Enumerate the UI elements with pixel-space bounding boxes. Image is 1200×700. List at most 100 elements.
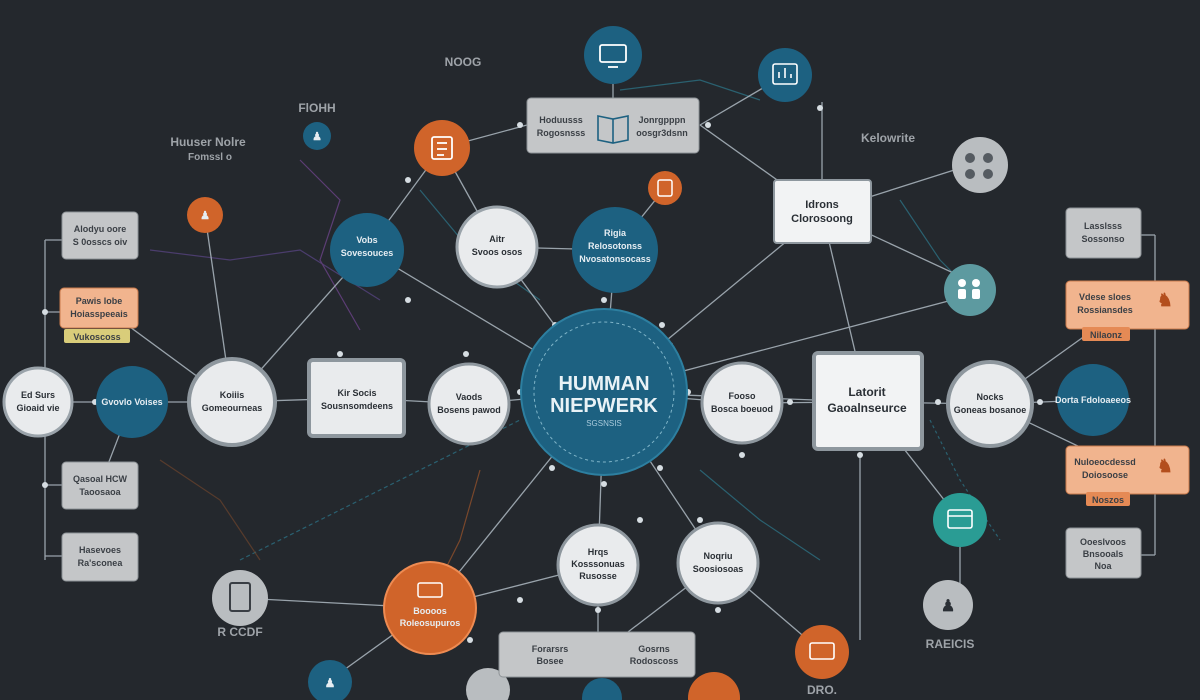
node-orange-bottom-right[interactable]: [795, 625, 849, 679]
connector-dot: [463, 351, 469, 357]
node-aitr-line1: Aitr: [489, 234, 505, 244]
node-fooso[interactable]: Fooso Bosca boeuod: [700, 361, 784, 445]
center-title-line1: HUMMAN: [558, 373, 649, 395]
connector-dot: [857, 452, 863, 458]
right-card-1-line2: Sossonso: [1081, 234, 1125, 244]
center-subtitle: SGSNSIS: [586, 419, 622, 428]
person-icon-card: ♞: [1157, 290, 1173, 310]
right-card-3-line1: Nuloeocdessd: [1074, 457, 1136, 467]
connector-dot: [405, 177, 411, 183]
node-orange-left[interactable]: ♟: [187, 197, 223, 233]
node-idrons-line1: Idrons: [805, 199, 839, 211]
node-aitr-line2: Svoos osos: [472, 247, 523, 257]
node-gvovlo-line1: Gvovlo Voises: [101, 397, 162, 407]
connector-dot: [42, 482, 48, 488]
node-teal-small[interactable]: ♟: [303, 122, 331, 150]
person-icon-small: ♟: [312, 131, 322, 143]
left-card-1[interactable]: Alodyu oore S 0osscs oiv: [61, 211, 139, 260]
node-idrons-line2: Clorosoong: [791, 213, 853, 225]
right-card-4-line3: Noa: [1094, 561, 1112, 571]
bg-label-left-1: Huuser Nolre: [170, 135, 246, 149]
node-vaods-line1: Vaods: [456, 392, 483, 402]
node-ed-surs[interactable]: Ed Surs Gioaid vie: [2, 366, 74, 438]
connector-dot: [697, 517, 703, 523]
node-dorta-line1: Dorta Fdoloaeeos: [1055, 395, 1131, 405]
center-hub[interactable]: HUMMAN NIEPWERK SGSNSIS: [520, 308, 688, 476]
node-teal-right-low[interactable]: [933, 493, 987, 547]
node-vobs[interactable]: Vobs Sovesouces: [330, 213, 404, 287]
bg-label-bottom-left: R CCDF: [217, 625, 262, 639]
chart-icon-2: [772, 63, 798, 85]
bg-label-left-2: Fomssl o: [188, 152, 232, 163]
right-card-1[interactable]: Lasslsss Sossonso: [1065, 207, 1142, 259]
left-card-2[interactable]: Pawis lobe Hoiasspeeais Vukoscoss: [59, 287, 139, 343]
node-hrqs-line1: Hrqs: [588, 547, 609, 557]
node-dorta[interactable]: Dorta Fdoloaeeos: [1055, 364, 1131, 436]
node-nocks[interactable]: Nocks Goneas bosanoe: [946, 360, 1034, 448]
node-latorit[interactable]: Latorit Gaoalnseurce: [812, 351, 924, 451]
node-teal-top[interactable]: [584, 26, 642, 84]
person-icon-card-2: ♞: [1157, 456, 1173, 476]
left-card-3[interactable]: Qasoal HCW Taoosaoa: [61, 461, 139, 510]
node-idrons[interactable]: Idrons Clorosoong: [773, 179, 872, 244]
node-nocks-line2: Goneas bosanoe: [954, 405, 1027, 415]
node-orange-bottom[interactable]: [688, 672, 740, 700]
node-koiiis[interactable]: Koiiis Gomeourneas: [187, 357, 277, 447]
bottom-box-right-1: Gosrns: [638, 644, 670, 654]
node-teal-top-right[interactable]: [758, 48, 812, 102]
node-noqriu-line2: Soosiosoas: [693, 564, 744, 574]
bottom-box-left-2: Bosee: [536, 656, 563, 666]
node-latorit-line2: Gaoalnseurce: [827, 401, 907, 415]
node-aitr[interactable]: Aitr Svoos osos: [455, 205, 539, 289]
right-card-3[interactable]: Nuloeocdessd Doiosoose ♞ Noszos: [1065, 445, 1190, 506]
node-rigia-line2: Relosotonss: [588, 241, 642, 251]
node-ed-surs-line2: Gioaid vie: [16, 403, 59, 413]
node-gvovlo[interactable]: Gvovlo Voises: [96, 366, 168, 438]
node-rigia-line3: Nvosatonsocass: [579, 254, 651, 264]
left-card-2-line1: Pawis lobe: [76, 296, 123, 306]
left-card-4[interactable]: Hasevoes Ra'sconea: [61, 532, 139, 582]
node-noqriu[interactable]: Noqriu Soosiosoas: [676, 521, 760, 605]
node-rigia-line1: Rigia: [604, 228, 627, 238]
connector-dot: [601, 297, 607, 303]
node-hrqs-line2: Kosssonuas: [571, 559, 625, 569]
right-card-4[interactable]: Ooeslvoos Bnsooals Noa: [1065, 527, 1142, 579]
node-gray-gears[interactable]: [952, 137, 1008, 193]
chart-icon: [431, 136, 453, 160]
node-teal-bottom-mid[interactable]: [582, 678, 622, 700]
node-boooos[interactable]: Boooos Roleosupuros: [383, 561, 477, 655]
left-card-4-line2: Ra'sconea: [78, 558, 124, 568]
node-hrqs[interactable]: Hrqs Kosssonuas Rusosse: [556, 523, 640, 607]
node-orange-top[interactable]: [414, 120, 470, 176]
node-teal-bottom-left[interactable]: ♟: [308, 660, 352, 700]
monitor-icon-top: [599, 44, 627, 68]
node-vaods[interactable]: Vaods Bosens pawod: [427, 362, 511, 446]
connector-dot: [739, 452, 745, 458]
node-gray-bottom-right[interactable]: ♟: [923, 580, 973, 630]
bottom-info-box[interactable]: Forarsrs Bosee Gosrns Rodoscoss: [498, 631, 696, 678]
bg-label-flohh: FlOHH: [298, 101, 335, 115]
node-kir-socis[interactable]: Kir Socis Sousnsomdeens: [307, 358, 406, 438]
node-vobs-line2: Sovesouces: [341, 248, 394, 258]
node-teal-right[interactable]: [944, 264, 996, 316]
person-icon-bottom: ♟: [325, 676, 336, 690]
monitor-icon-2: [809, 642, 835, 660]
left-card-4-line1: Hasevoes: [79, 545, 121, 555]
bg-label-bottom-right: RAEICIS: [926, 637, 975, 651]
top-info-box[interactable]: Hoduusss Rogosnsss Jonrgpppn oosgr3dsnn: [526, 97, 700, 154]
node-rigia[interactable]: Rigia Relosotonss Nvosatonsocass: [572, 207, 658, 293]
node-gray-bottom[interactable]: [466, 668, 510, 700]
gear-icon: [965, 153, 993, 179]
connector-dot: [637, 517, 643, 523]
right-card-2[interactable]: Vdese sloes Rossiansdes ♞ Nilaonz: [1065, 280, 1190, 341]
connector-dot: [337, 351, 343, 357]
right-card-2-line1: Vdese sloes: [1079, 292, 1131, 302]
connector-dot: [405, 297, 411, 303]
node-gray-doc[interactable]: [212, 570, 268, 626]
book-icon: [597, 115, 629, 144]
node-orange-small[interactable]: [648, 171, 682, 205]
connector-dot: [705, 122, 711, 128]
connector-dot: [42, 309, 48, 315]
